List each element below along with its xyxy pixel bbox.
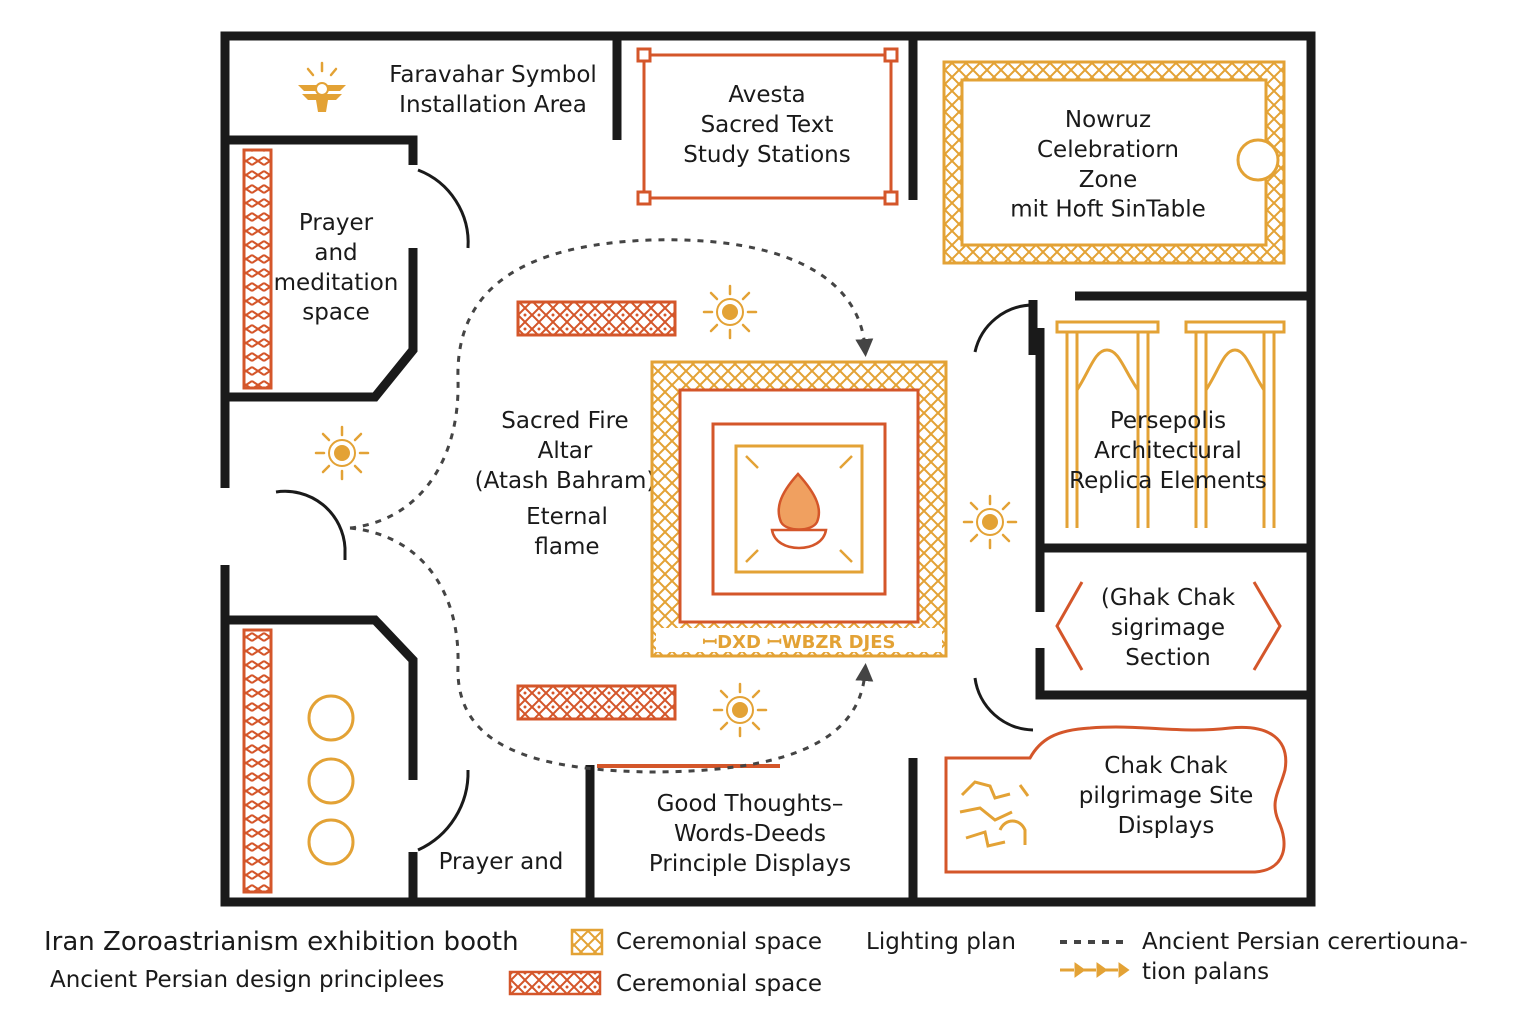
faravahar-icon [298, 61, 346, 112]
legend-lighting: Lighting plan [866, 929, 1016, 955]
door-swings[interactable] [275, 168, 1034, 852]
light-sun-icon [712, 682, 768, 738]
chak-chevrons [1055, 581, 1282, 671]
legend-title: Iran Zoroastrianism exhibition booth [44, 927, 519, 957]
ceremonial-strip-top [516, 300, 677, 337]
light-sun-icon [702, 284, 758, 340]
prayer-bottom-border-pattern [242, 628, 273, 894]
legend-arrow-line [1060, 962, 1130, 978]
legend-routes: Ancient Persian cerertiouna-tion palans [1142, 929, 1468, 985]
prayer-circles [307, 694, 355, 866]
legend-subtitle: Ancient Persian design principlees [50, 967, 444, 993]
prayer-top-border-pattern [242, 148, 273, 390]
light-sun-icon [962, 494, 1018, 550]
legend-gold-swatch [570, 928, 604, 956]
cave-icon [959, 780, 1030, 848]
legend-ceremonial-2: Ceremonial space [616, 971, 822, 997]
chak-display-frame [944, 725, 1288, 874]
ceremonial-strip-bottom [516, 684, 677, 721]
legend-ceremonial-1: Ceremonial space [616, 929, 822, 955]
legend-red-swatch [508, 970, 602, 996]
nowruz-frame [942, 60, 1286, 265]
visitor-route [349, 238, 874, 774]
interior-walls [229, 40, 1307, 898]
persepolis-columns [1055, 320, 1286, 528]
avesta-frame [636, 47, 899, 206]
outer-walls [220, 31, 1316, 907]
legend: Iran Zoroastrianism exhibition booth Anc… [44, 927, 1468, 997]
flame-icon [770, 472, 828, 550]
light-sun-icon [314, 425, 370, 481]
altar-inscription: ꟷDXD ꟷWBZR DJES [703, 632, 896, 653]
prayer-bottom-label: Prayer and [439, 849, 564, 875]
